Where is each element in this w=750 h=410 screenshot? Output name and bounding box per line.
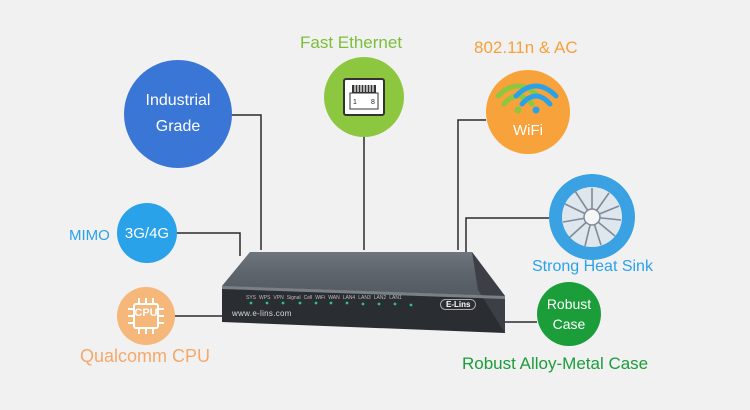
led-label: WPS <box>259 295 271 301</box>
heat-sink-icon <box>562 187 622 247</box>
wire-3g4g <box>176 232 241 256</box>
cpu-chip-icon <box>128 298 164 334</box>
router-side <box>472 252 505 333</box>
cellular-label: 3G/4G <box>124 224 170 242</box>
led-label: Cell <box>303 295 313 301</box>
ethernet-badge: 1 8 <box>324 57 404 137</box>
wire-heatsink <box>465 217 549 256</box>
led-label: LAN3 <box>358 295 371 301</box>
router-led-labels: SYS WPS VPN Signal Cell WiFi WAN LAN4 LA… <box>246 295 402 301</box>
led-label: WiFi <box>315 295 326 301</box>
wifi-label: WiFi <box>513 122 543 139</box>
cpu-label: CPU <box>134 307 158 319</box>
led-label: WAN <box>328 295 340 301</box>
router-brand-logo: E-Lins <box>440 299 477 310</box>
led-label: VPN <box>273 295 284 301</box>
robust-case-label: Robust Case <box>546 296 592 332</box>
cpu-badge: CPU <box>117 287 175 345</box>
wire-wifi <box>457 119 486 250</box>
router-front <box>222 286 505 333</box>
wire-industrial <box>230 114 262 250</box>
heat-sink-label: Strong Heat Sink <box>532 258 653 275</box>
fast-ethernet-label: Fast Ethernet <box>300 33 403 52</box>
rj45-port-icon: 1 8 <box>343 78 385 116</box>
rj45-pin-1: 1 <box>353 99 357 106</box>
led-label: Signal <box>286 295 301 301</box>
led-label: LAN4 <box>342 295 356 301</box>
heat-sink-badge <box>549 174 635 260</box>
robust-alloy-label: Robust Alloy-Metal Case <box>462 354 649 373</box>
mimo-label: MIMO <box>69 227 110 244</box>
qualcomm-cpu-label: Qualcomm CPU <box>80 346 211 366</box>
led-label: LAN1 <box>389 295 402 301</box>
wifi-standard-label: 802.11n & AC <box>474 38 578 57</box>
wifi-icon <box>495 83 559 114</box>
industrial-grade-badge: Industrial Grade <box>124 60 232 168</box>
cellular-badge: 3G/4G <box>117 203 177 263</box>
led-label: LAN2 <box>373 295 387 301</box>
router-url: www.e-lins.com <box>232 309 292 318</box>
led-label: SYS <box>246 295 257 301</box>
industrial-grade-label: Industrial Grade <box>145 92 211 135</box>
rj45-pin-8: 8 <box>371 99 375 106</box>
robust-case-badge: Robust Case <box>537 282 601 346</box>
wifi-badge: WiFi <box>486 70 570 154</box>
